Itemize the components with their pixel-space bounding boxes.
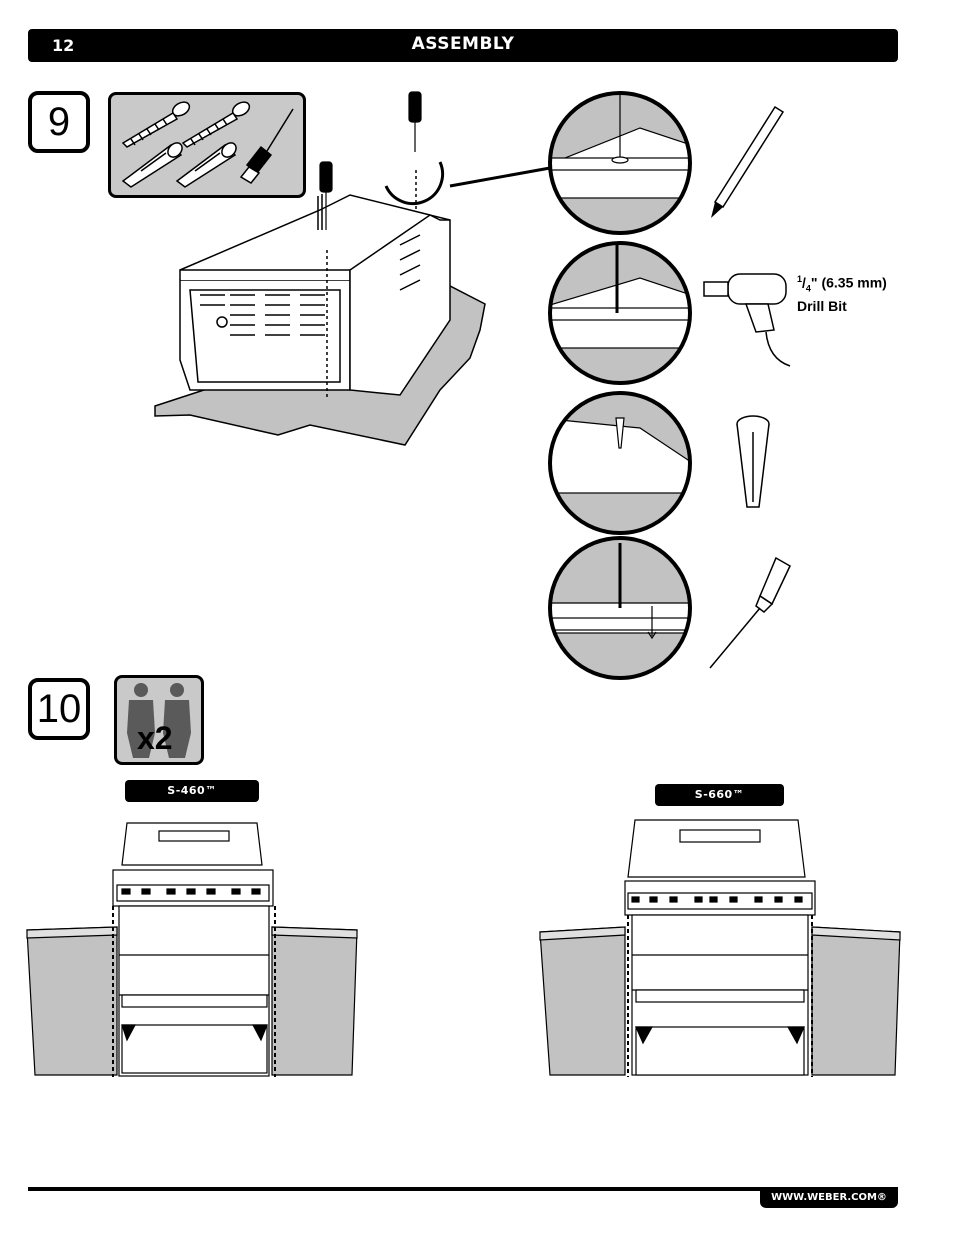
- drill-bit-size: " (6.35 mm): [810, 274, 887, 291]
- page-title: ASSEMBLY: [411, 34, 515, 54]
- screwdriver-icon: [239, 108, 294, 184]
- grill-s660-illustration: [539, 819, 901, 1077]
- wall-anchor-icon: [121, 142, 183, 188]
- fraction-denominator: 4: [805, 283, 811, 294]
- cabinet-illustration: [154, 91, 551, 446]
- detail-callout-arc: [384, 161, 445, 206]
- pencil-icon: [711, 105, 785, 218]
- screw-icon: [181, 101, 251, 148]
- wall-anchor-icon: [736, 415, 770, 508]
- grill-s460-illustration: [26, 822, 358, 1077]
- wall-anchor-icon: [175, 142, 237, 188]
- vent-slots: [200, 294, 325, 336]
- people-count: x2: [137, 720, 173, 756]
- model-label-s660: S-660™: [655, 784, 784, 806]
- parts-box: [108, 92, 306, 198]
- footer-line: [28, 1187, 898, 1191]
- screwdriver-icon: [319, 91, 422, 230]
- parts-illustration: [121, 101, 294, 188]
- header-bar: 12 ASSEMBLY: [28, 29, 898, 62]
- screw-icon: [121, 101, 191, 148]
- two-person-icon: x2: [114, 675, 204, 765]
- screwdriver-icon: [709, 556, 791, 669]
- detail-circles: [548, 91, 692, 680]
- page-number: 12: [52, 36, 75, 55]
- people-icon: [127, 683, 191, 758]
- drill-bit-label: 1/4" (6.35 mm) Drill Bit: [797, 274, 887, 315]
- step-9-number: 9: [28, 91, 90, 153]
- drill-icon: [703, 273, 791, 367]
- step-10-number: 10: [28, 678, 90, 740]
- model-label-s460: S-460™: [125, 780, 259, 802]
- website-link[interactable]: WWW.WEBER.COM®: [760, 1188, 898, 1208]
- fraction-numerator: 1: [797, 274, 803, 284]
- drill-bit-text: Drill Bit: [797, 298, 847, 315]
